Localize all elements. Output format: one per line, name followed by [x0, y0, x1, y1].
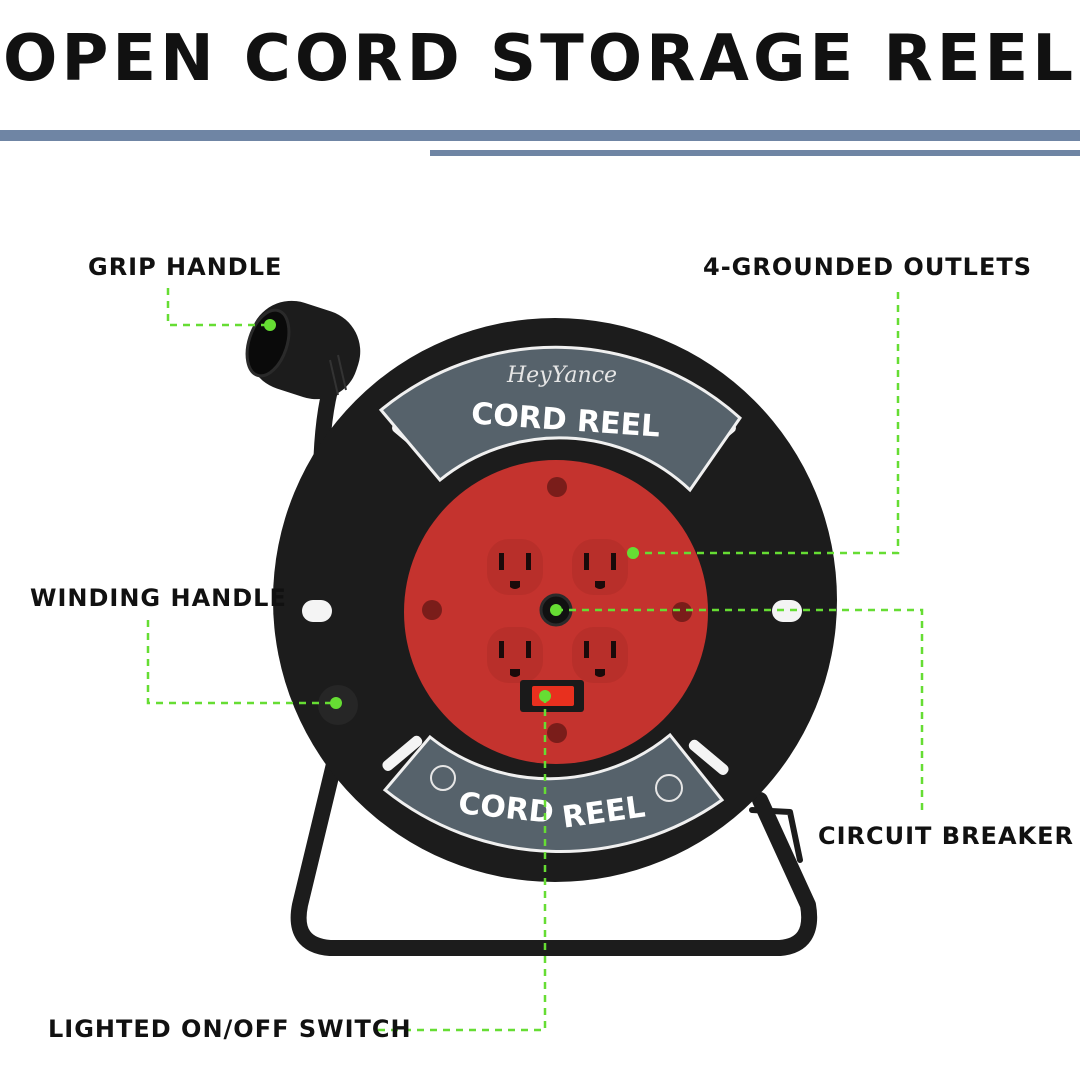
- divider-rule-short: [430, 150, 1080, 156]
- grounded-outlets: [487, 539, 628, 683]
- top-label-panel: [378, 345, 742, 493]
- divider-rule: [0, 130, 1080, 141]
- callout-dots: [264, 319, 639, 709]
- brand-logo: HeyYance: [506, 363, 617, 388]
- callout-grip-handle: GRIP HANDLE: [88, 253, 283, 281]
- callout-grounded-outlets: 4-GROUNDED OUTLETS: [703, 253, 1033, 281]
- outlet: [487, 627, 543, 683]
- outlet: [487, 539, 543, 595]
- callout-circuit-breaker: CIRCUIT BREAKER: [818, 822, 1074, 850]
- page-title: OPEN CORD STORAGE REEL: [3, 22, 1077, 96]
- callout-winding-handle: WINDING HANDLE: [30, 584, 287, 612]
- callout-lines: [146, 288, 924, 1032]
- screw-holes: [422, 477, 692, 743]
- gauge-icon: [655, 774, 683, 802]
- plug-icon: [430, 765, 456, 791]
- stand-frame: [290, 752, 818, 956]
- bottom-label-panel: [382, 732, 725, 853]
- outlet: [572, 627, 628, 683]
- lighted-switch: [520, 680, 584, 712]
- callout-lighted-switch: LIGHTED ON/OFF SWITCH: [48, 1015, 412, 1043]
- outlet: [572, 539, 628, 595]
